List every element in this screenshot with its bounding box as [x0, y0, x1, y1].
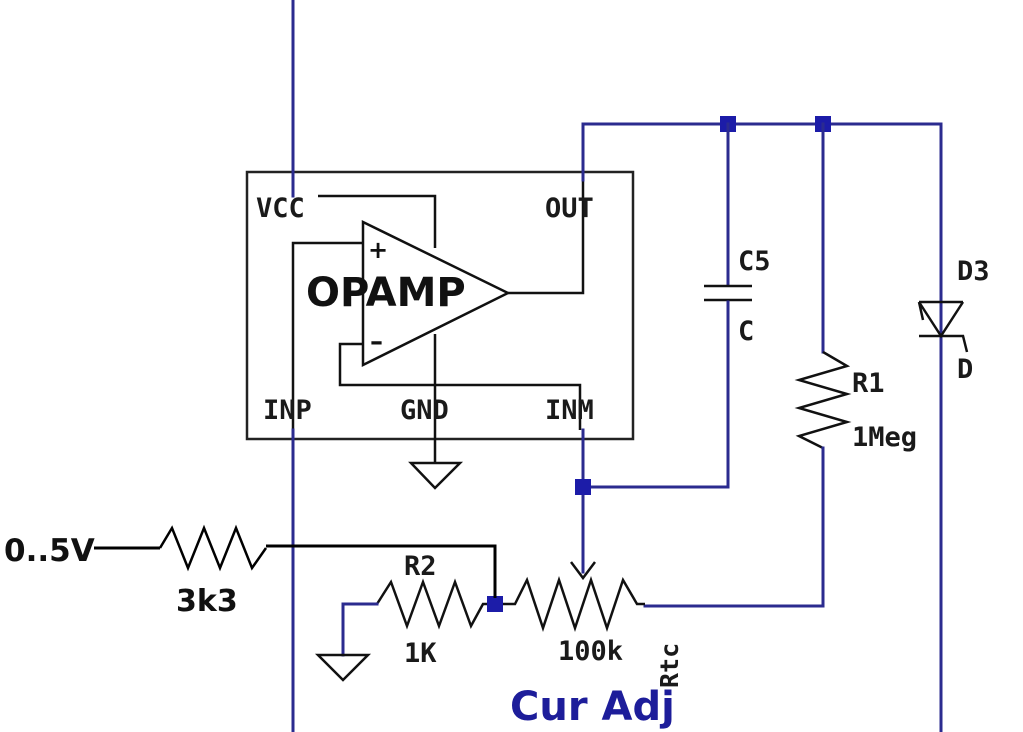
opamp-title: OPAMP [306, 270, 466, 316]
d3-value-label: D [957, 354, 973, 385]
rtc-potentiometer [503, 576, 645, 632]
c5-wire-bottom [581, 300, 730, 489]
input-source-label: 0..5V [4, 533, 95, 569]
r1-value-label: 1Meg [852, 422, 917, 453]
input-wire-right [266, 544, 497, 598]
pin-label-inp: INP [263, 395, 312, 426]
opamp-out-internal-wire [508, 180, 585, 295]
input-resistor-3k3 [158, 524, 268, 572]
opamp-ground-symbol [408, 461, 464, 490]
r2-ref-label: R2 [404, 551, 437, 582]
r1-ref-label: R1 [852, 368, 885, 399]
r2-resistor [375, 578, 495, 630]
r1-resistor [794, 350, 852, 450]
c5-value-label: C [738, 316, 754, 347]
opamp-triangle [361, 219, 511, 368]
opamp-box [245, 170, 635, 441]
pin-label-inm: INM [545, 395, 594, 426]
node-inm [575, 479, 591, 495]
r2-value-label: 1K [404, 638, 437, 669]
pin-label-out: OUT [545, 193, 594, 224]
r1-wire-bottom [643, 446, 825, 608]
c5-capacitor [704, 284, 752, 302]
cur-adj-label: Cur Adj [510, 684, 675, 730]
r2-ground-symbol [314, 653, 372, 682]
pin-label-vcc: VCC [256, 193, 305, 224]
rtc-value-label: 100k [558, 636, 623, 667]
opamp-plus-sign: + [368, 236, 388, 264]
d3-diode [917, 300, 969, 353]
rtc-wiper-arrow [570, 561, 596, 581]
opamp-minus-wire [338, 342, 582, 430]
input-resistor-label: 3k3 [176, 584, 238, 619]
rtc-ref-label: Rtc [655, 643, 684, 688]
pin-label-gnd: GND [400, 395, 449, 426]
r2-wire-ground [341, 602, 379, 657]
opamp-minus-sign: – [370, 327, 383, 357]
vcc-internal-wire [318, 194, 437, 248]
c5-ref-label: C5 [738, 246, 771, 277]
opamp-plus-wire [291, 241, 363, 430]
output-rail-wire [581, 122, 943, 732]
d3-ref-label: D3 [957, 256, 990, 287]
node-r2-rtc [487, 596, 503, 612]
